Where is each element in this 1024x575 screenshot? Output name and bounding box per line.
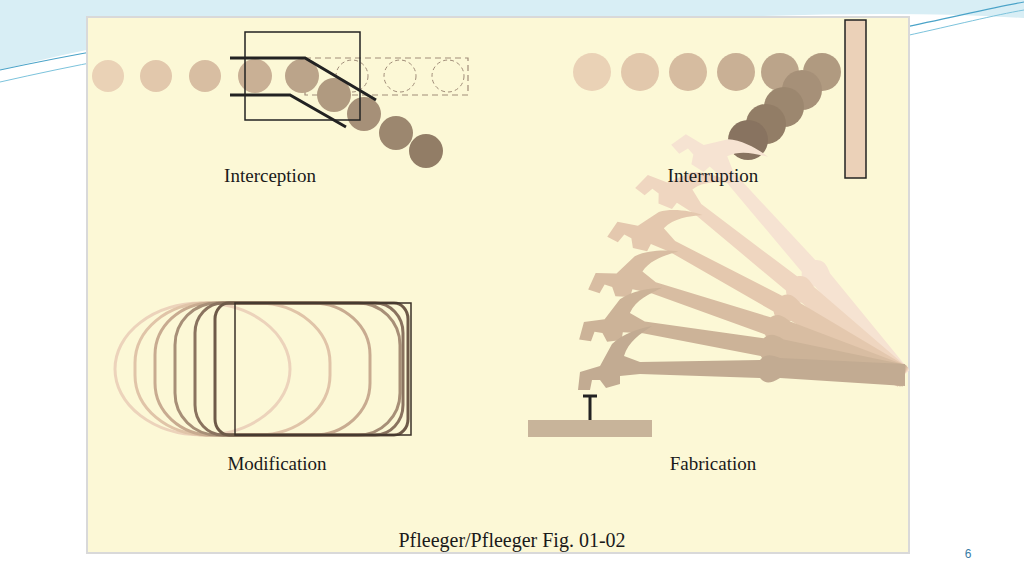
figure-caption: Pfleeger/Pfleeger Fig. 01-02 xyxy=(398,529,625,551)
interception-illustration xyxy=(92,32,468,168)
slide-number: 6 xyxy=(965,548,972,561)
figure-label: Fabrication xyxy=(670,454,757,475)
fabrication-illustration xyxy=(528,102,938,437)
slide-swoosh-line xyxy=(900,2,1024,28)
figure-label: Interception xyxy=(224,166,316,187)
figure-label: Interruption xyxy=(668,166,759,187)
figure-label: Modification xyxy=(227,454,326,475)
modification-illustration xyxy=(115,303,411,435)
slide-swoosh-line xyxy=(905,10,1024,36)
